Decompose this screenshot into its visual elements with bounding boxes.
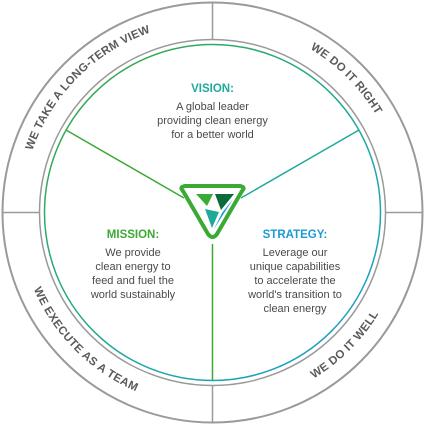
svg-text:feed and fuel the: feed and fuel the	[92, 275, 174, 287]
ring-label-execute-as-team: WE EXECUTE AS A TEAM	[31, 285, 140, 394]
svg-text:for a better world: for a better world	[171, 129, 254, 141]
svg-text:We provide: We provide	[105, 247, 160, 259]
center-logo-icon	[179, 184, 246, 239]
mission-text: We provide clean energy to feed and fuel…	[90, 247, 176, 301]
ring-label-do-it-well: WE DO IT WELL	[309, 309, 381, 381]
svg-text:A global leader: A global leader	[176, 101, 249, 113]
segment-divider-left	[65, 129, 185, 199]
strategy-text: Leverage our unique capabilities to acce…	[247, 247, 342, 315]
segment-divider-right	[240, 129, 360, 199]
svg-text:providing clean energy: providing clean energy	[157, 115, 268, 127]
svg-text:Leverage our: Leverage our	[263, 247, 328, 259]
mission-heading: MISSION:	[107, 229, 159, 241]
svg-text:world sustainably: world sustainably	[90, 289, 176, 301]
svg-text:clean energy: clean energy	[264, 303, 327, 315]
svg-text:to accelerate the: to accelerate the	[254, 275, 335, 287]
ring-label-do-it-right: WE DO IT RIGHT	[309, 41, 384, 116]
svg-text:world's transition to: world's transition to	[247, 289, 342, 301]
svg-text:unique capabilities: unique capabilities	[250, 261, 341, 273]
vision-heading: VISION:	[191, 83, 234, 95]
strategy-heading: STRATEGY:	[263, 229, 328, 241]
vision-text: A global leader providing clean energy f…	[157, 101, 268, 141]
inner-circle	[43, 43, 382, 382]
svg-text:clean energy to: clean energy to	[95, 261, 170, 273]
